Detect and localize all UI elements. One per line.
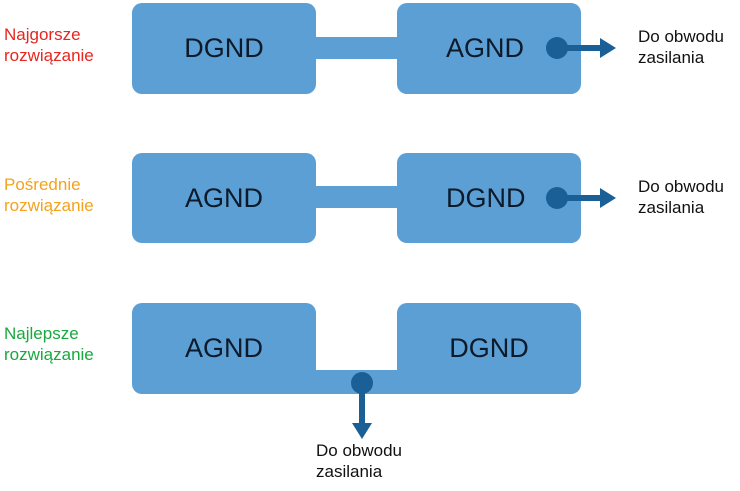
row-best-label: Najlepsze rozwiązanie [4, 323, 94, 365]
row-best-label-line2: rozwiązanie [4, 345, 94, 364]
row-worst-label-line2: rozwiązanie [4, 46, 94, 65]
row-best-label-line1: Najlepsze [4, 324, 79, 343]
row-worst-output-node [546, 37, 568, 59]
row-worst-label: Najgorsze rozwiązanie [4, 24, 94, 66]
row-intermediate-arrow-head [600, 188, 616, 208]
row-intermediate-label: Pośrednie rozwiązanie [4, 174, 94, 216]
row-intermediate-output-label: Do obwodu zasilania [638, 176, 724, 218]
row-worst-label-line1: Najgorsze [4, 25, 81, 44]
row-best-output-label: Do obwodu zasilania [316, 440, 402, 482]
row-best-arrow-shaft [359, 385, 365, 425]
row-worst-arrow-head [600, 38, 616, 58]
row-worst-bridge [312, 37, 402, 59]
row-best-arrow-head [352, 423, 372, 439]
row-best-output-line1: Do obwodu [316, 441, 403, 460]
row-intermediate-output-node [546, 187, 568, 209]
row-worst-output-line1: Do obwodu [638, 27, 725, 46]
row-worst-output-line2: zasilania [638, 48, 705, 67]
row-best-left-block: AGND [132, 303, 316, 394]
row-intermediate-left-block: AGND [132, 153, 316, 243]
row-worst-output-label: Do obwodu zasilania [638, 26, 724, 68]
row-intermediate-arrow-shaft [560, 195, 602, 201]
row-worst-left-block: DGND [132, 3, 316, 94]
row-worst-arrow-shaft [560, 45, 602, 51]
row-best-output-node [351, 372, 373, 394]
row-best-output-line2: zasilania [316, 462, 383, 481]
row-intermediate-bridge [312, 186, 402, 208]
row-intermediate-output-line1: Do obwodu [638, 177, 725, 196]
row-intermediate-label-line2: rozwiązanie [4, 196, 94, 215]
row-intermediate-output-line2: zasilania [638, 198, 705, 217]
row-intermediate-label-line1: Pośrednie [4, 175, 81, 194]
row-best-right-block: DGND [397, 303, 581, 394]
